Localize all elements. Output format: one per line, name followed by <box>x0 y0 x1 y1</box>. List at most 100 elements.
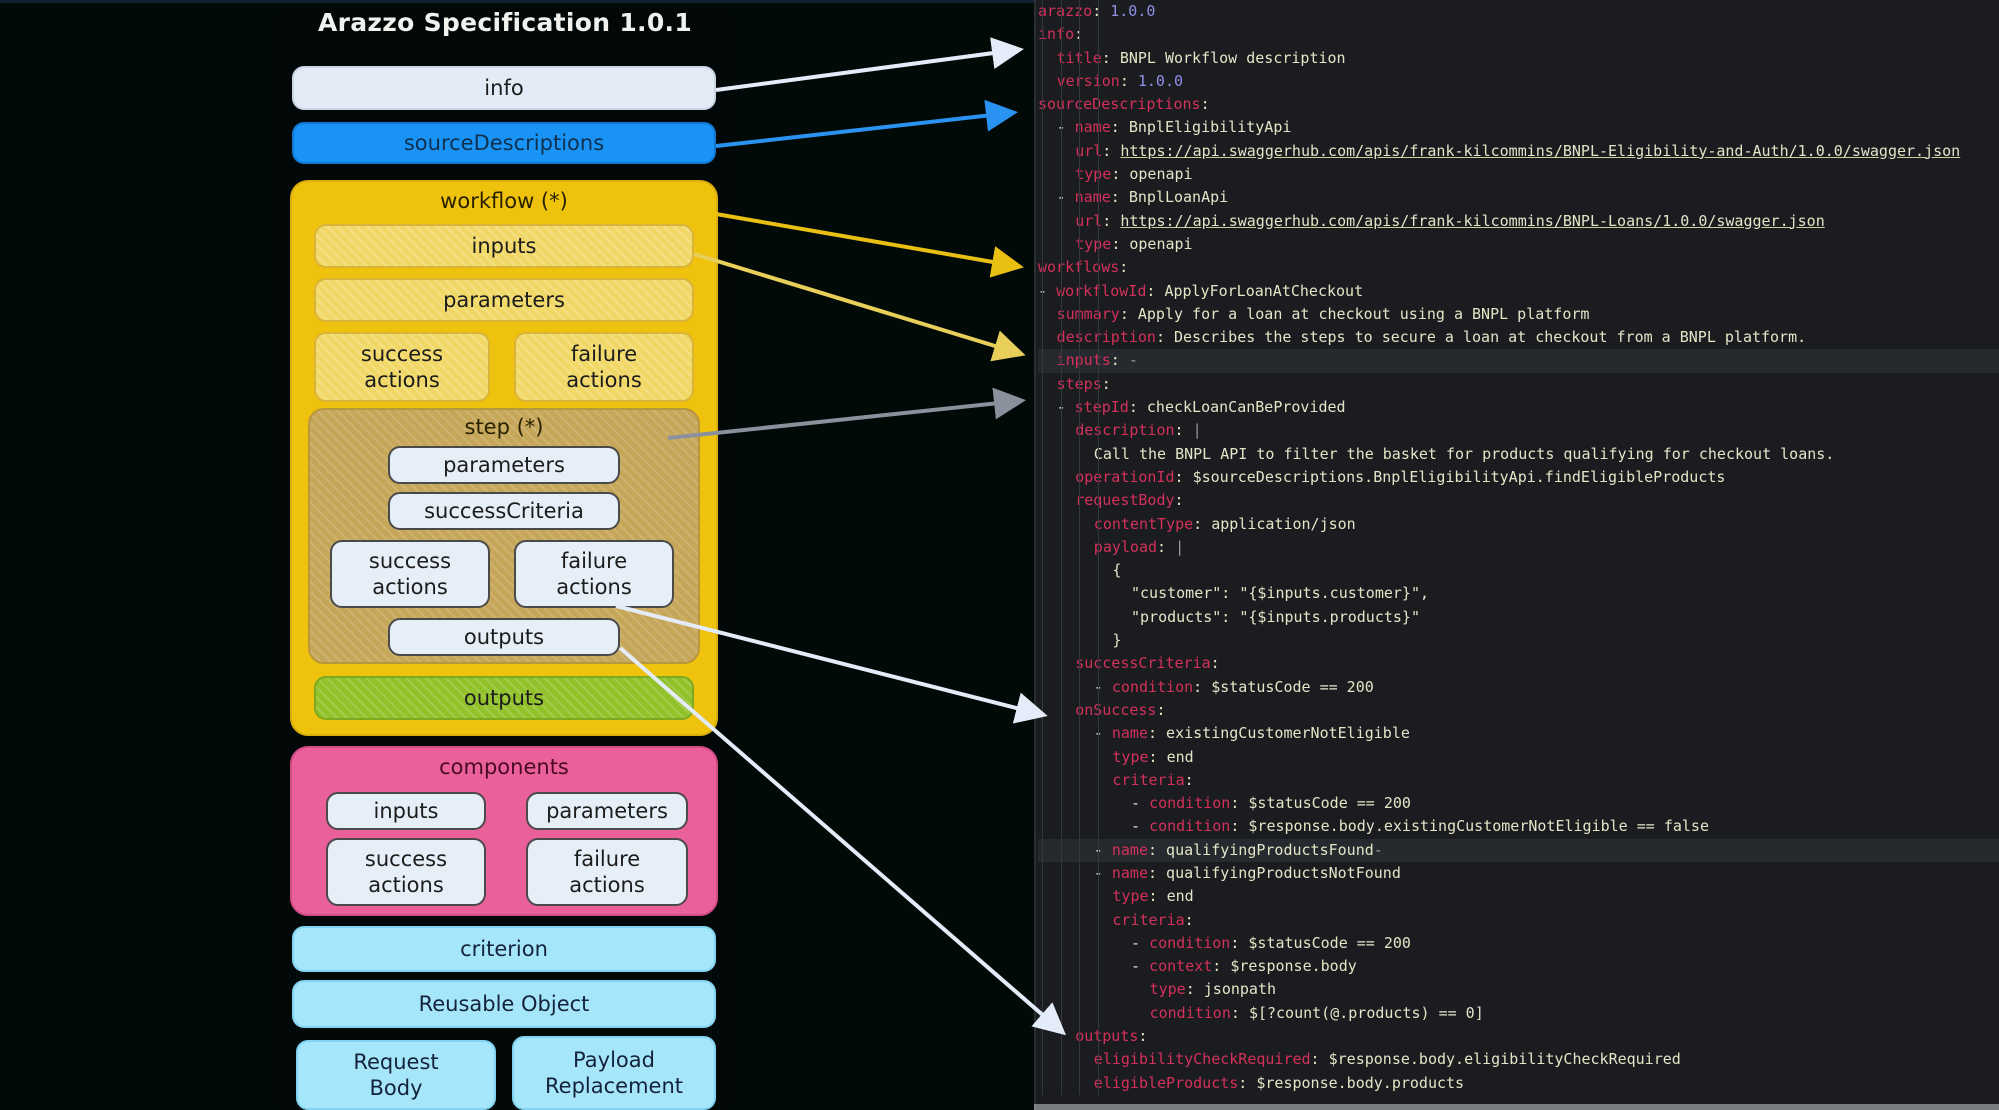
yaml-value: BnplEligibilityApi <box>1128 118 1292 137</box>
code-line[interactable]: payload: | <box>1093 537 1185 556</box>
code-line[interactable]: criteria: <box>1112 910 1194 929</box>
yaml-url-link[interactable]: https://api.swaggerhub.com/apis/frank-ki… <box>1120 211 1825 230</box>
code-line[interactable]: operationId: $sourceDescriptions.BnplEli… <box>1075 467 1726 486</box>
code-line[interactable]: - condition: $statusCode == 200 <box>1131 933 1411 952</box>
step-success-actions-label: success actions <box>368 548 452 599</box>
yaml-key: stepId <box>1074 398 1129 417</box>
step-success-actions: success actions <box>330 540 490 608</box>
yaml-key: condition <box>1149 933 1231 952</box>
yaml-key: url <box>1075 211 1103 230</box>
yaml-key: type <box>1075 165 1112 184</box>
indent-guide <box>1060 0 1062 1095</box>
yaml-value: - <box>1128 351 1138 370</box>
list-dash: - <box>1131 817 1150 836</box>
yaml-key: sourceDescriptions <box>1038 95 1201 114</box>
payload-replacement-label: Payload Replacement <box>545 1047 683 1098</box>
code-line[interactable]: workflows: <box>1038 256 1999 279</box>
code-line[interactable]: - name: BnplLoanApi <box>1056 188 1229 207</box>
yaml-key: criteria <box>1112 770 1185 789</box>
yaml-key: description <box>1056 328 1156 347</box>
code-line[interactable]: - condition: $response.body.existingCust… <box>1131 817 1709 836</box>
yaml-value: | <box>1192 421 1202 440</box>
code-line[interactable]: outputs: <box>1075 1027 1148 1046</box>
code-line[interactable]: info: <box>1038 23 1999 46</box>
yaml-value: 1.0.0 <box>1137 71 1184 90</box>
step-title: step (*) <box>464 415 544 439</box>
payload-replacement-block: Payload Replacement <box>512 1036 716 1110</box>
code-line[interactable]: successCriteria: <box>1075 654 1220 673</box>
criterion-label: criterion <box>460 936 548 961</box>
code-line[interactable]: summary: Apply for a loan at checkout us… <box>1056 304 1590 323</box>
yaml-key: successCriteria <box>1075 654 1211 673</box>
step-outputs: outputs <box>388 618 620 656</box>
yaml-value: openapi <box>1129 165 1193 184</box>
code-line[interactable]: type: openapi <box>1075 165 1193 184</box>
code-line[interactable]: condition: $[?count(@.products) == 0] <box>1149 1003 1484 1022</box>
info-label: info <box>484 75 524 100</box>
yaml-value: ApplyForLoanAtCheckout <box>1164 281 1364 300</box>
code-line[interactable]: - name: BnplEligibilityApi <box>1056 118 1292 137</box>
code-line[interactable]: requestBody: <box>1075 491 1184 510</box>
code-line[interactable]: contentType: application/json <box>1093 514 1356 533</box>
code-line[interactable]: url: https://api.swaggerhub.com/apis/fra… <box>1075 211 1825 230</box>
workflow-success-actions-label: success actions <box>360 341 444 392</box>
code-line[interactable]: inputs: - <box>1038 349 1999 373</box>
code-line[interactable]: - condition: $statusCode == 200 <box>1131 794 1411 813</box>
code-line[interactable]: "products": "{$inputs.products}" <box>1038 606 1999 629</box>
code-line[interactable]: { <box>1038 559 1999 582</box>
code-line[interactable]: - name: qualifyingProductsNotFound <box>1093 863 1401 882</box>
code-line[interactable]: type: openapi <box>1075 234 1193 253</box>
yaml-value: qualifyingProductsNotFound <box>1166 863 1401 882</box>
yaml-value: Describes the steps to secure a loan at … <box>1174 328 1807 347</box>
code-line[interactable]: Call the BNPL API to filter the basket f… <box>1038 443 1999 466</box>
code-line[interactable]: "customer": "{$inputs.customer}", <box>1038 582 1999 605</box>
code-line[interactable]: type: end <box>1112 747 1194 766</box>
yaml-key: onSuccess <box>1075 700 1157 719</box>
workflow-success-actions: success actions <box>314 332 490 402</box>
yaml-key: url <box>1075 141 1103 160</box>
workflow-inputs: inputs <box>314 224 694 268</box>
indent-guide <box>1097 0 1099 1095</box>
yaml-key: type <box>1112 887 1149 906</box>
code-line[interactable]: - name: qualifyingProductsFound- <box>1038 838 1999 862</box>
code-line[interactable]: - context: $response.body <box>1131 957 1357 976</box>
code-line[interactable]: steps: <box>1056 374 1111 393</box>
code-line[interactable]: onSuccess: <box>1075 700 1166 719</box>
code-line[interactable]: eligibleProducts: $response.body.product… <box>1093 1073 1465 1092</box>
workflow-title: workflow (*) <box>440 189 568 213</box>
code-line[interactable]: type: end <box>1112 887 1194 906</box>
indent-guide <box>1079 0 1081 1095</box>
code-line[interactable]: description: Describes the steps to secu… <box>1056 328 1807 347</box>
components-parameters: parameters <box>526 792 688 830</box>
yaml-code[interactable]: arazzo: 1.0.0 info: title: BNPL Workflow d… <box>1038 0 1999 1095</box>
yaml-value: $statusCode == 200 <box>1248 794 1411 813</box>
code-line[interactable]: sourceDescriptions: <box>1038 95 1210 114</box>
yaml-key: operationId <box>1075 467 1175 486</box>
code-line[interactable]: - workflowId: ApplyForLoanAtCheckout <box>1038 281 1364 300</box>
code-line[interactable]: title: BNPL Workflow description <box>1056 48 1346 67</box>
yaml-value: qualifyingProductsFound <box>1166 840 1374 859</box>
components-inputs-label: inputs <box>373 798 439 823</box>
yaml-key: eligibilityCheckRequired <box>1093 1050 1311 1069</box>
list-dash: - <box>1131 957 1150 976</box>
code-line[interactable]: version: 1.0.0 <box>1056 71 1184 90</box>
yaml-key: condition <box>1149 794 1231 813</box>
code-line[interactable]: description: | <box>1075 421 1202 440</box>
yaml-url-link[interactable]: https://api.swaggerhub.com/apis/frank-ki… <box>1120 141 1961 160</box>
step-failure-actions-label: failure actions <box>556 548 632 599</box>
code-line[interactable]: eligibilityCheckRequired: $response.body… <box>1093 1050 1681 1069</box>
code-line[interactable]: } <box>1038 629 1999 652</box>
yaml-key: name <box>1111 724 1148 743</box>
yaml-key: payload <box>1093 537 1158 556</box>
code-line[interactable]: arazzo: 1.0.0 <box>1038 2 1156 20</box>
yaml-key: summary <box>1056 304 1120 323</box>
criterion-block: criterion <box>292 926 716 972</box>
reusable-object-block: Reusable Object <box>292 980 716 1028</box>
code-line[interactable]: type: jsonpath <box>1149 980 1277 999</box>
components-inputs: inputs <box>326 792 486 830</box>
code-editor-panel[interactable] <box>1034 0 1999 1110</box>
code-line[interactable]: url: https://api.swaggerhub.com/apis/fra… <box>1075 141 1961 160</box>
yaml-key: eligibleProducts <box>1093 1073 1239 1092</box>
code-line[interactable]: criteria: <box>1112 770 1194 789</box>
